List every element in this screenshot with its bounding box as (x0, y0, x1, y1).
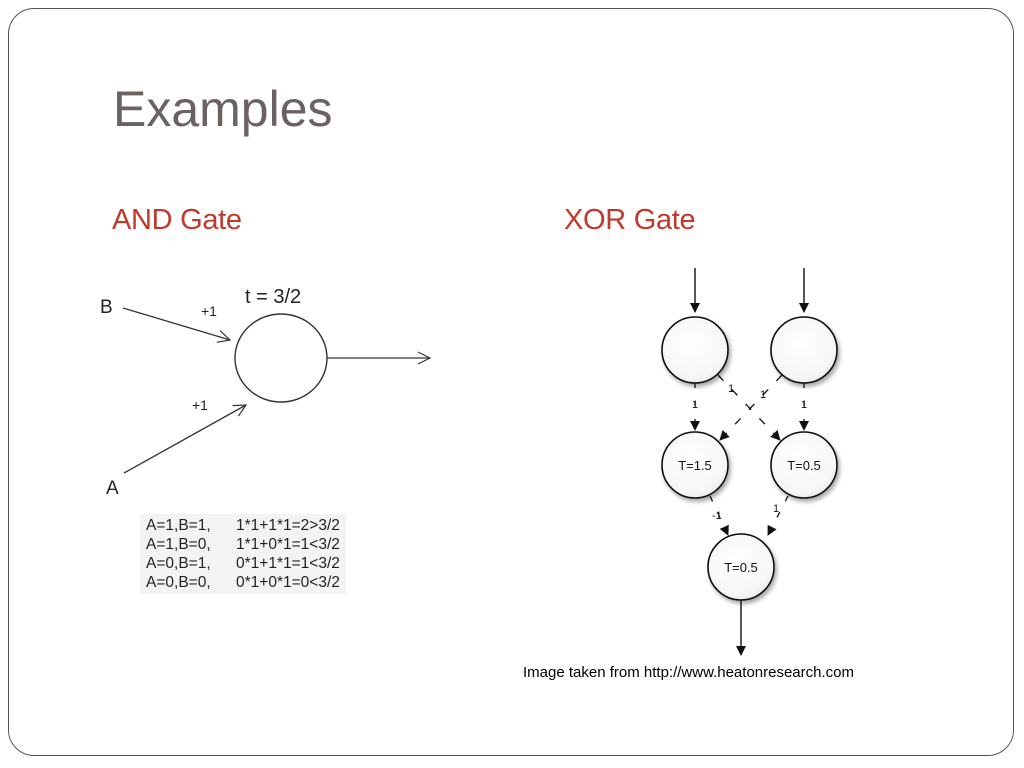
row-calculation: 1*1+1*1=2>3/2 (236, 517, 340, 534)
weight-left-to-left: 1 (692, 399, 698, 411)
weight-right-to-left: 1 (760, 389, 766, 401)
truth-table-row: A=0,B=1, 0*1+1*1=1<3/2 (146, 554, 340, 573)
and-truth-table: A=1,B=1, 1*1+1*1=2>3/2 A=1,B=0, 1*1+0*1=1<… (140, 514, 346, 594)
threshold-label: t = 3/2 (245, 286, 301, 308)
edge-hidden-right-to-output (767, 495, 789, 536)
row-calculation: 0*1+1*1=1<3/2 (236, 555, 340, 572)
weight-left-to-right: 1 (728, 383, 734, 395)
and-gate-heading: AND Gate (112, 204, 242, 236)
input-a-label: A (106, 478, 119, 499)
hidden-left-node-label: T=1.5 (678, 458, 712, 473)
input-b-label: B (100, 297, 113, 318)
row-inputs: A=0,B=1, (146, 555, 211, 572)
truth-table-row: A=1,B=1, 1*1+1*1=2>3/2 (146, 516, 340, 535)
input-b-edge (122, 307, 230, 340)
input-a-edge (123, 405, 246, 474)
edge-hidden-left-to-output (709, 495, 729, 536)
xor-gate-diagram: 1 1 1 1 -1 1 T=1.5 T=0.5 T=0.5 (661, 268, 838, 656)
row-calculation: 1*1+0*1=1<3/2 (236, 536, 340, 553)
output-node-label: T=0.5 (724, 560, 758, 575)
xor-output-node (707, 533, 775, 601)
weight-hidden-left-to-output: -1 (712, 510, 722, 522)
edge-left-to-right (717, 374, 781, 441)
xor-gate-heading: XOR Gate (564, 204, 696, 236)
hidden-right-node-label: T=0.5 (787, 458, 821, 473)
xor-hidden-node-left (661, 431, 729, 499)
slide-title: Examples (113, 81, 333, 137)
xor-input-node-right (770, 316, 838, 384)
image-credit: Image taken from http://www.heatonresear… (523, 664, 854, 681)
row-inputs: A=1,B=1, (146, 517, 211, 534)
row-inputs: A=0,B=0, (146, 574, 211, 591)
row-calculation: 0*1+0*1=0<3/2 (236, 574, 340, 591)
edge-right-to-left (719, 374, 783, 441)
truth-table-row: A=0,B=0, 0*1+0*1=0<3/2 (146, 573, 340, 592)
and-gate-diagram: B A +1 +1 t = 3/2 (100, 286, 430, 499)
slide-frame (8, 8, 1014, 756)
weight-b-label: +1 (201, 303, 217, 319)
weight-a-label: +1 (192, 397, 208, 413)
weight-hidden-right-to-output: 1 (773, 503, 779, 515)
xor-hidden-node-right (770, 431, 838, 499)
row-inputs: A=1,B=0, (146, 536, 211, 553)
weight-right-to-right: 1 (801, 399, 807, 411)
truth-table-row: A=1,B=0, 1*1+0*1=1<3/2 (146, 535, 340, 554)
and-neuron (234, 313, 328, 403)
xor-input-node-left (661, 316, 729, 384)
